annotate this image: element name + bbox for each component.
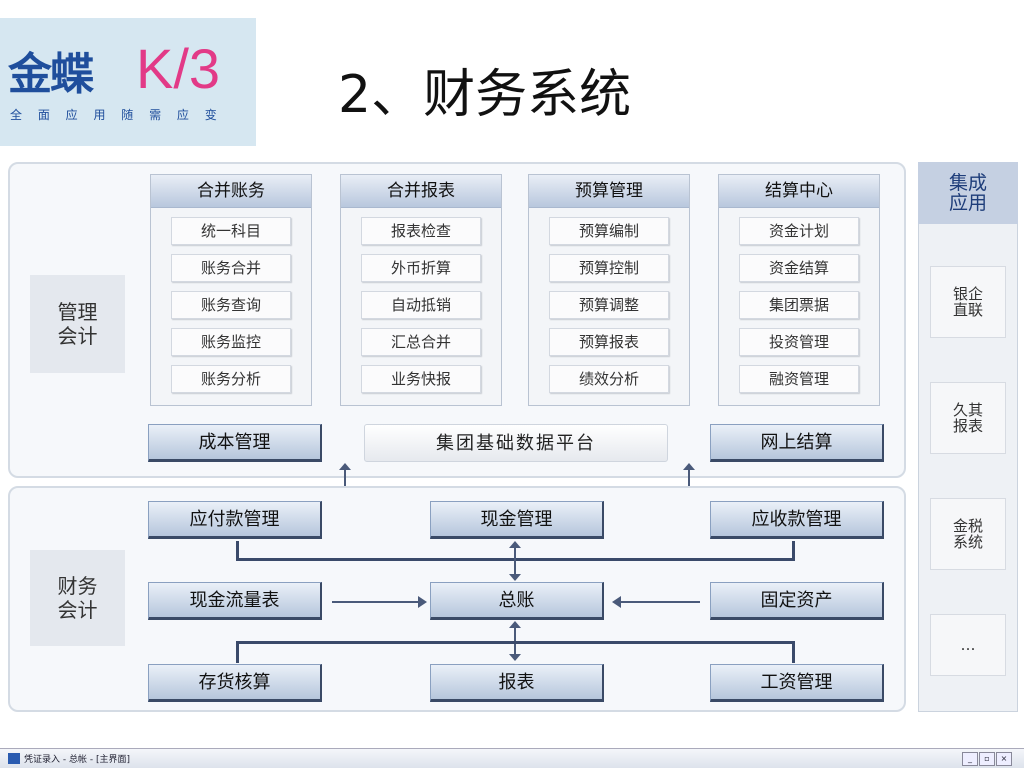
module-item[interactable]: 统一科目 bbox=[171, 217, 291, 245]
module-item[interactable]: 外币折算 bbox=[361, 254, 481, 282]
management-accounting-label: 管理 会计 bbox=[30, 275, 125, 373]
arrow-down-icon bbox=[509, 574, 521, 581]
module-item[interactable]: 业务快报 bbox=[361, 365, 481, 393]
integration-item-bank-link[interactable]: 银企 直联 bbox=[930, 266, 1006, 338]
module-item[interactable]: 融资管理 bbox=[739, 365, 859, 393]
module-item[interactable]: 账务合并 bbox=[171, 254, 291, 282]
connector bbox=[332, 601, 420, 603]
module-header: 结算中心 bbox=[719, 175, 879, 208]
module-budget-management: 预算管理 预算编制 预算控制 预算调整 预算报表 绩效分析 bbox=[528, 174, 690, 406]
group-data-platform: 集团基础数据平台 bbox=[364, 424, 668, 462]
connector-right bbox=[688, 466, 690, 494]
integration-header: 集成 应用 bbox=[918, 162, 1018, 224]
module-item[interactable]: 账务查询 bbox=[171, 291, 291, 319]
module-settlement-center: 结算中心 资金计划 资金结算 集团票据 投资管理 融资管理 bbox=[718, 174, 880, 406]
module-item[interactable]: 绩效分析 bbox=[549, 365, 669, 393]
payroll-button[interactable]: 工资管理 bbox=[710, 664, 884, 702]
module-item[interactable]: 资金结算 bbox=[739, 254, 859, 282]
financial-accounting-label: 财务 会计 bbox=[30, 550, 125, 646]
connector bbox=[620, 601, 700, 603]
logo: 金蝶 K/3 全 面 应 用 随 需 应 变 bbox=[0, 18, 256, 146]
logo-product: K/3 bbox=[136, 37, 221, 100]
inventory-costing-button[interactable]: 存货核算 bbox=[148, 664, 322, 702]
app-icon bbox=[8, 753, 20, 764]
integration-item-golden-tax[interactable]: 金税 系统 bbox=[930, 498, 1006, 570]
module-item[interactable]: 预算调整 bbox=[549, 291, 669, 319]
connector bbox=[236, 641, 795, 644]
connector-left bbox=[344, 466, 346, 494]
cash-flow-statement-button[interactable]: 现金流量表 bbox=[148, 582, 322, 620]
window-title: 凭证录入 - 总帐 - [主界面] bbox=[24, 755, 130, 765]
connector bbox=[236, 641, 239, 663]
module-header: 预算管理 bbox=[529, 175, 689, 208]
module-item[interactable]: 资金计划 bbox=[739, 217, 859, 245]
module-item[interactable]: 预算控制 bbox=[549, 254, 669, 282]
general-ledger-button[interactable]: 总账 bbox=[430, 582, 604, 620]
module-item[interactable]: 报表检查 bbox=[361, 217, 481, 245]
integration-item-jiuqi-reports[interactable]: 久其 报表 bbox=[930, 382, 1006, 454]
arrow-right-icon bbox=[418, 596, 427, 608]
payables-button[interactable]: 应付款管理 bbox=[148, 501, 322, 539]
arrow-up-icon bbox=[509, 621, 521, 628]
module-item[interactable]: 汇总合并 bbox=[361, 328, 481, 356]
module-item[interactable]: 预算编制 bbox=[549, 217, 669, 245]
connector bbox=[514, 544, 516, 580]
fixed-assets-button[interactable]: 固定资产 bbox=[710, 582, 884, 620]
close-icon[interactable]: × bbox=[996, 752, 1012, 766]
cash-management-button[interactable]: 现金管理 bbox=[430, 501, 604, 539]
connector bbox=[236, 541, 239, 560]
integration-item-more[interactable]: … bbox=[930, 614, 1006, 676]
arrow-up-icon bbox=[683, 463, 695, 470]
module-header: 合并账务 bbox=[151, 175, 311, 208]
reports-button[interactable]: 报表 bbox=[430, 664, 604, 702]
arrow-left-icon bbox=[612, 596, 621, 608]
module-item[interactable]: 账务监控 bbox=[171, 328, 291, 356]
module-item[interactable]: 账务分析 bbox=[171, 365, 291, 393]
window-taskbar: 凭证录入 - 总帐 - [主界面] _ ▫ × bbox=[0, 748, 1024, 768]
module-header: 合并报表 bbox=[341, 175, 501, 208]
module-item[interactable]: 投资管理 bbox=[739, 328, 859, 356]
arrow-up-icon bbox=[339, 463, 351, 470]
maximize-icon[interactable]: ▫ bbox=[979, 752, 995, 766]
module-consolidated-reports: 合并报表 报表检查 外币折算 自动抵销 汇总合并 业务快报 bbox=[340, 174, 502, 406]
arrow-down-icon bbox=[509, 654, 521, 661]
module-item[interactable]: 集团票据 bbox=[739, 291, 859, 319]
logo-tagline: 全 面 应 用 随 需 应 变 bbox=[10, 108, 223, 122]
receivables-button[interactable]: 应收款管理 bbox=[710, 501, 884, 539]
page-title: 2、财务系统 bbox=[338, 65, 632, 125]
arrow-up-icon bbox=[509, 541, 521, 548]
online-settlement-button[interactable]: 网上结算 bbox=[710, 424, 884, 462]
module-consolidated-accounts: 合并账务 统一科目 账务合并 账务查询 账务监控 账务分析 bbox=[150, 174, 312, 406]
connector bbox=[792, 641, 795, 663]
module-item[interactable]: 预算报表 bbox=[549, 328, 669, 356]
connector bbox=[792, 541, 795, 560]
minimize-icon[interactable]: _ bbox=[962, 752, 978, 766]
module-item[interactable]: 自动抵销 bbox=[361, 291, 481, 319]
cost-management-button[interactable]: 成本管理 bbox=[148, 424, 322, 462]
logo-brand: 金蝶 bbox=[8, 49, 94, 100]
